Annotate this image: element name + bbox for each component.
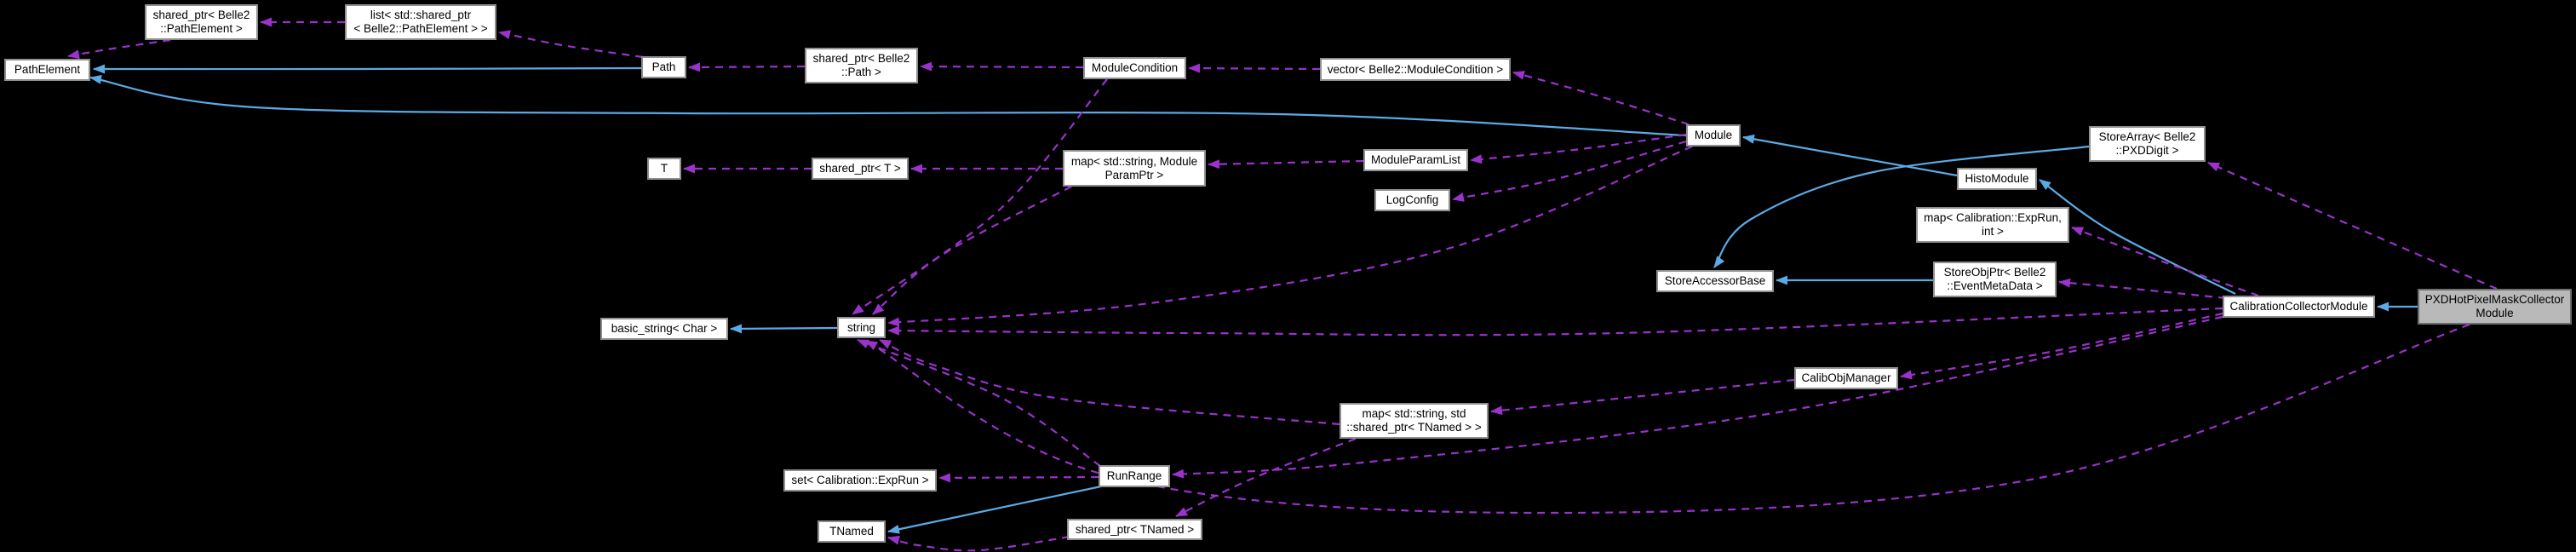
edge-module-moduleparamlist — [1470, 133, 1687, 164]
edge-path-list_sp_pe — [498, 30, 644, 59]
node-label: HistoModule — [1965, 172, 2029, 185]
node-label: Module — [1694, 129, 1733, 141]
node-sp_tnamed[interactable]: shared_ptr< TNamed > — [1067, 519, 1202, 540]
edge-runrange-tnamed — [887, 485, 1102, 534]
node-calibcollector[interactable]: CalibrationCollectorModule — [2223, 296, 2375, 318]
edge-vector_mc-modulecondition — [1188, 63, 1321, 73]
node-storearray[interactable]: StoreArray< Belle2::PXDDigit > — [2089, 126, 2206, 162]
node-label: shared_ptr< Belle2 — [152, 9, 250, 21]
edge-calibcollector-storeobjptr — [2058, 278, 2227, 300]
node-string[interactable]: string — [837, 317, 886, 338]
node-label: RunRange — [1106, 469, 1162, 482]
edge-calibcollector-map_exprun — [2071, 226, 2259, 297]
node-label: map< Calibration::ExpRun, — [1924, 211, 2062, 224]
node-label: map< std::string, Module — [1070, 154, 1198, 168]
node-label: ParamPtr > — [1104, 168, 1164, 181]
node-label: set< Calibration::ExpRun > — [791, 474, 929, 486]
node-label: int > — [1982, 225, 2004, 238]
node-label: LogConfig — [1386, 193, 1439, 206]
node-label: list< std::shared_ptr — [370, 9, 472, 21]
node-vector_mc[interactable]: vector< Belle2::ModuleCondition > — [1320, 58, 1511, 81]
node-set_exprun[interactable]: set< Calibration::ExpRun > — [783, 469, 937, 492]
node-histomodule[interactable]: HistoModule — [1957, 168, 2037, 190]
node-label: string — [846, 320, 875, 334]
edge-pxdhotpixel-storearray — [2207, 161, 2498, 290]
edge-sp_pathelement-pathelement — [67, 38, 171, 60]
edge-calibcollector-string — [887, 307, 2223, 336]
node-runrange[interactable]: RunRange — [1099, 465, 1170, 487]
node-t[interactable]: T — [647, 158, 681, 180]
edge-calibobjmanager-map_tnamed — [1490, 378, 1795, 416]
node-label: shared_ptr< TNamed > — [1075, 522, 1195, 536]
edge-string-basic_string — [730, 324, 838, 334]
edge-map_tnamed-sp_tnamed — [1175, 437, 1357, 517]
edge-modulecondition-sp_path — [920, 61, 1084, 72]
node-basic_string[interactable]: basic_string< Char > — [600, 318, 728, 340]
node-label: PXDHotPixelMaskCollector — [2424, 293, 2565, 306]
edge-map_param-string — [872, 186, 1072, 315]
node-label: T — [660, 162, 668, 175]
node-label: < Belle2::PathElement > > — [353, 22, 488, 35]
node-label: CalibObjManager — [1801, 371, 1891, 384]
node-label: StoreAccessorBase — [1664, 274, 1766, 287]
node-modulecondition[interactable]: ModuleCondition — [1083, 57, 1186, 79]
edge-calibcollector-runrange — [1172, 315, 2223, 479]
node-label: shared_ptr< T > — [819, 162, 901, 175]
edge-module-logconfig — [1452, 140, 1687, 202]
edge-pxdhotpixel-string — [865, 323, 2470, 515]
node-label: TNamed — [829, 525, 874, 538]
node-sp_t[interactable]: shared_ptr< T > — [812, 158, 909, 180]
node-label: shared_ptr< Belle2 — [812, 52, 910, 65]
node-label: ::Path > — [841, 66, 881, 78]
node-label: StoreArray< Belle2 — [2098, 130, 2196, 143]
node-tnamed[interactable]: TNamed — [818, 520, 886, 543]
node-label: ModuleCondition — [1091, 61, 1179, 74]
node-storeobjptr[interactable]: StoreObjPtr< Belle2::EventMetaData > — [1933, 262, 2057, 297]
node-moduleparamlist[interactable]: ModuleParamList — [1363, 149, 1468, 171]
node-label: ::EventMetaData > — [1947, 279, 2043, 292]
edge-module-string — [887, 145, 1693, 327]
node-label: ::shared_ptr< TNamed > > — [1346, 421, 1482, 434]
edge-histomodule-module — [1742, 134, 1958, 177]
edge-calibcollector-calibobjmanager — [1900, 312, 2223, 380]
edge-sp_tnamed-tnamed — [887, 535, 1070, 552]
node-storeaccessor[interactable]: StoreAccessorBase — [1656, 270, 1774, 292]
node-label: CalibrationCollectorModule — [2229, 300, 2368, 313]
node-label: Module — [2476, 307, 2514, 319]
node-label: StoreObjPtr< Belle2 — [1943, 266, 2046, 279]
node-map_exprun[interactable]: map< Calibration::ExpRun,int > — [1916, 207, 2069, 243]
edge-map_tnamed-string — [879, 339, 1340, 426]
node-module[interactable]: Module — [1686, 124, 1741, 147]
edge-calibcollector-histomodule — [2039, 179, 2236, 295]
edge-runrange-string — [857, 338, 1101, 467]
node-label: basic_string< Char > — [611, 322, 718, 335]
edge-runrange-set_exprun — [938, 473, 1099, 483]
node-label: ModuleParamList — [1370, 153, 1461, 166]
edge-sp_path-path — [688, 62, 806, 72]
edge-storearray-storeaccessor — [1713, 145, 2090, 268]
node-map_tnamed[interactable]: map< std::string, std::shared_ptr< TName… — [1340, 403, 1489, 439]
node-label: vector< Belle2::ModuleCondition > — [1327, 62, 1504, 76]
node-pathelement[interactable]: PathElement — [4, 59, 90, 81]
node-label: PathElement — [14, 63, 81, 76]
edge-modulecondition-string — [852, 78, 1108, 315]
node-sp_path[interactable]: shared_ptr< Belle2::Path > — [805, 48, 918, 83]
node-label: Path — [651, 60, 676, 73]
edge-module-vector_mc — [1512, 71, 1690, 126]
edge-module-pathelement — [89, 74, 1687, 137]
node-label: ::PXDDigit > — [2115, 144, 2179, 157]
node-calibobjmanager[interactable]: CalibObjManager — [1794, 367, 1898, 389]
node-label: ::PathElement > — [160, 22, 243, 35]
node-sp_pathelement[interactable]: shared_ptr< Belle2::PathElement > — [145, 4, 258, 40]
edge-moduleparamlist-map_param — [1208, 159, 1364, 170]
node-path[interactable]: Path — [641, 56, 686, 78]
node-label: map< std::string, std — [1362, 407, 1466, 420]
node-logconfig[interactable]: LogConfig — [1374, 189, 1450, 211]
edge-path-pathelement — [93, 64, 642, 74]
node-list_sp_pe[interactable]: list< std::shared_ptr< Belle2::PathEleme… — [345, 4, 496, 40]
